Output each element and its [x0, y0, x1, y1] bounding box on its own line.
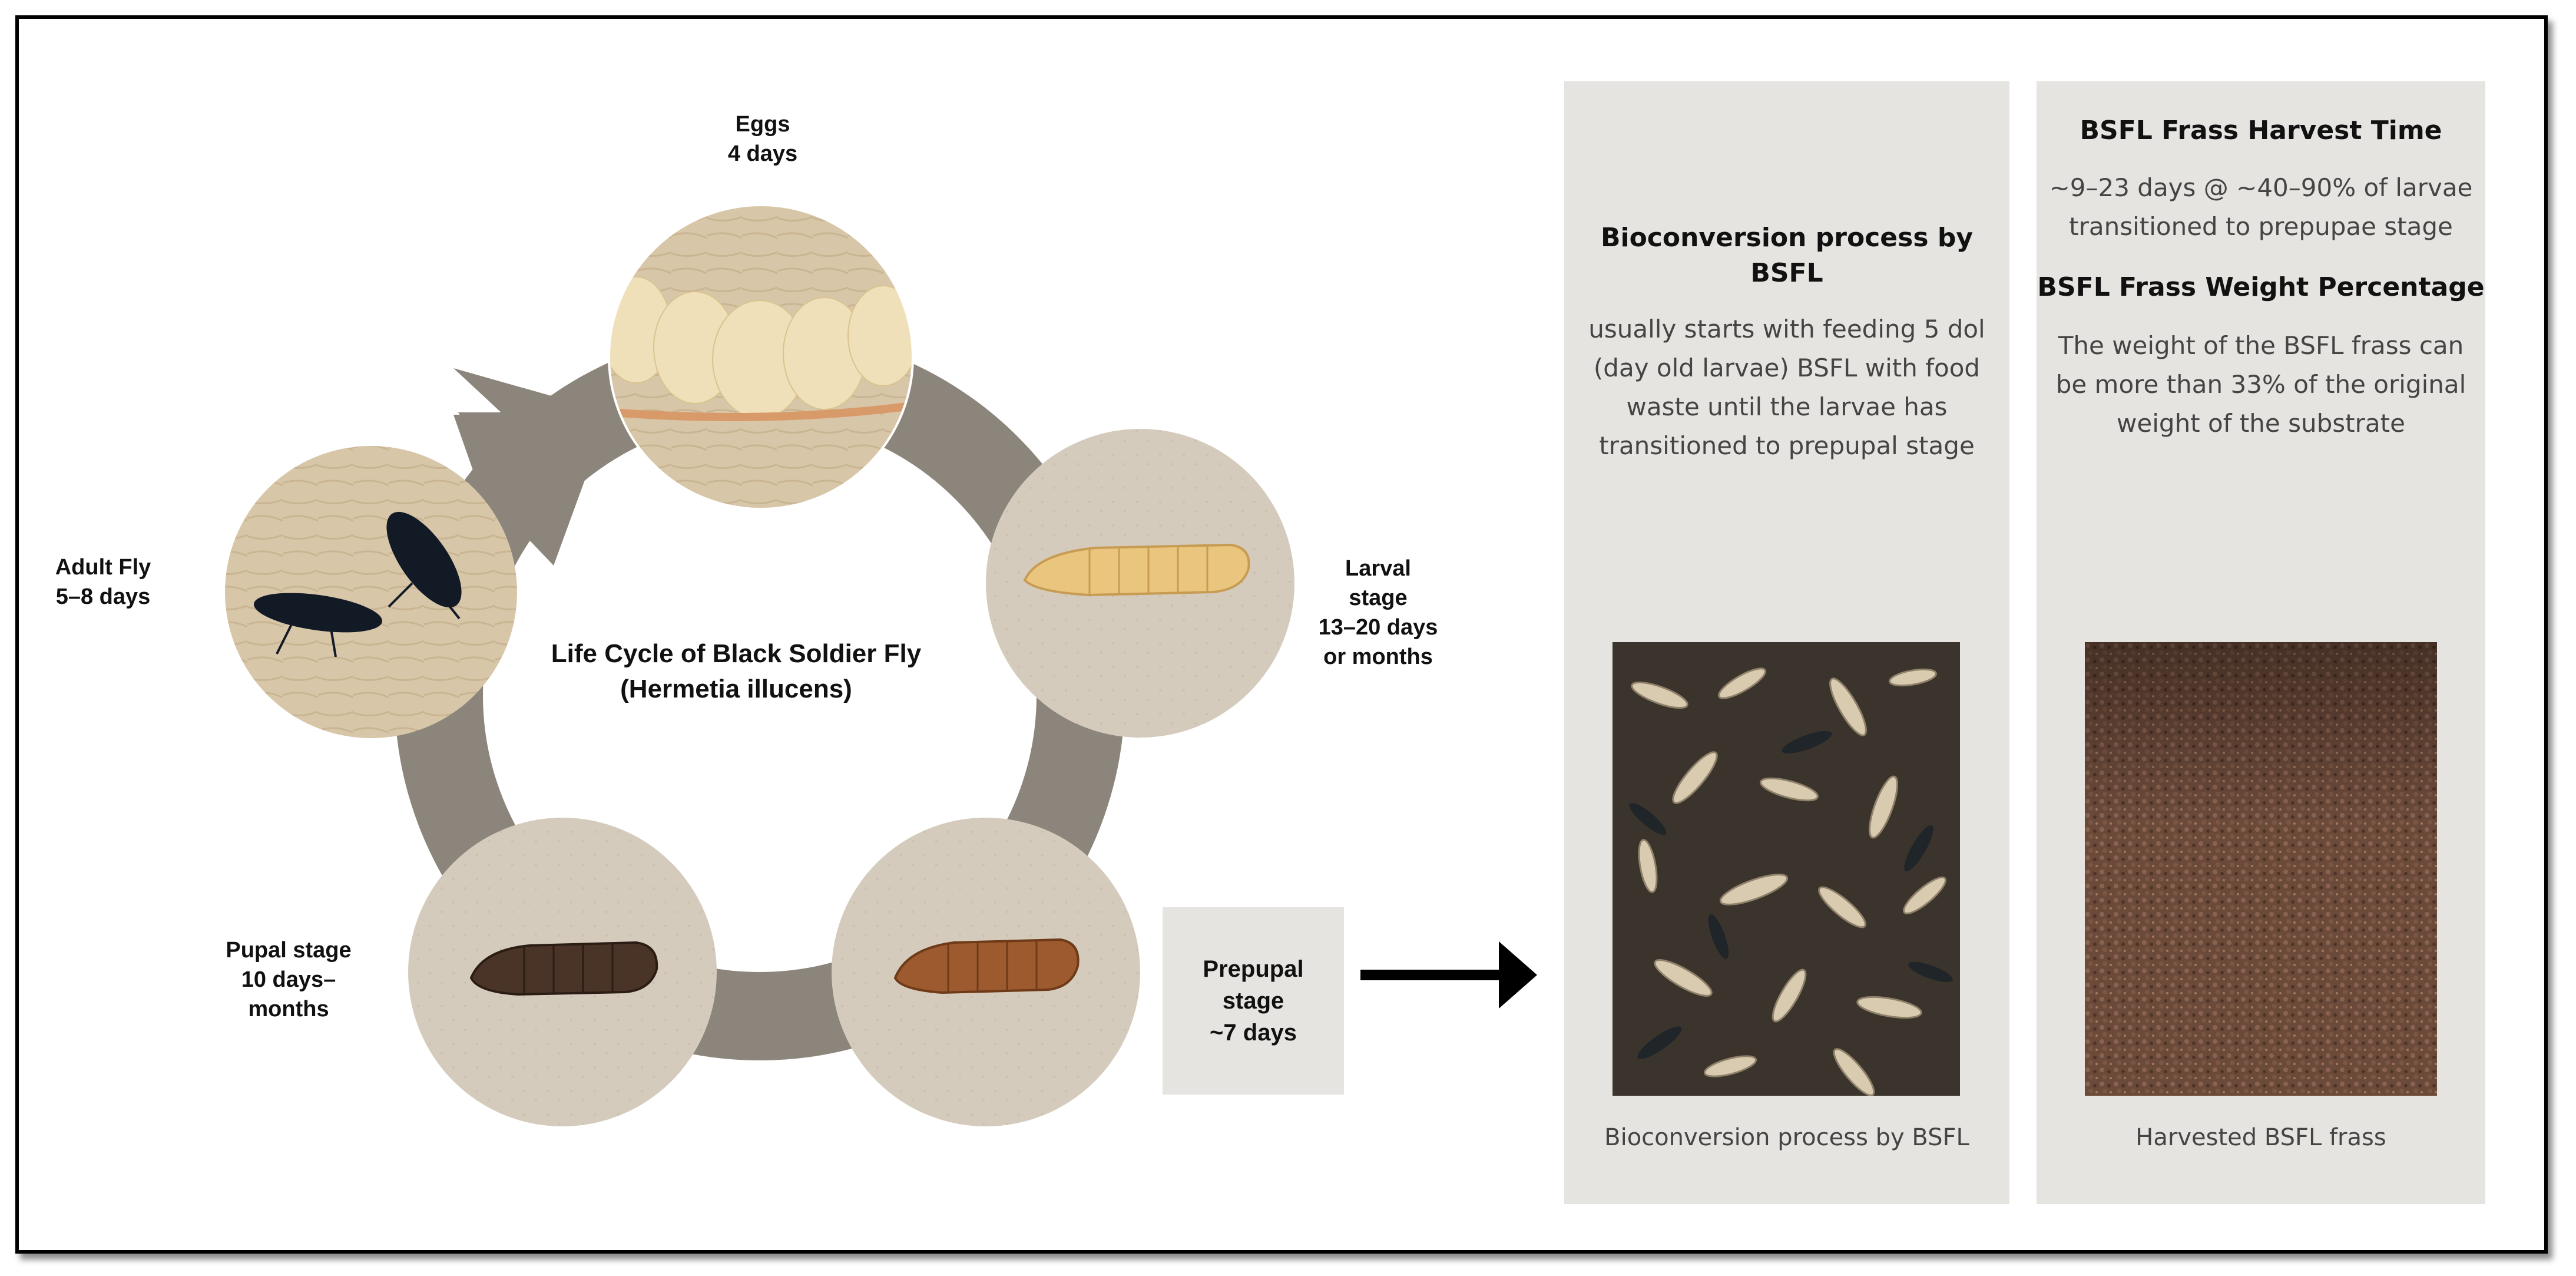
bioconversion-text: usually starts with feeding 5 dol (day o…	[1564, 310, 2009, 465]
frass-photo	[2085, 642, 2437, 1096]
prepupal-label-2: stage	[1222, 988, 1284, 1014]
larval-label-2: stage	[1349, 586, 1408, 610]
harvest-time-text-line: ~9–23 days @ ~40–90% of larvae	[2049, 173, 2473, 202]
cycle-title-line2: (Hermetia illucens)	[620, 675, 852, 703]
harvest-time-text-line: transitioned to prepupae stage	[2069, 212, 2453, 241]
cycle-title-line1: Life Cycle of Black Soldier Fly	[551, 639, 922, 668]
prepupal-stage-box: Prepupal stage ~7 days	[1163, 907, 1344, 1095]
adult-duration: 5–8 days	[55, 584, 151, 609]
bioconversion-text-line: usually starts with feeding 5 dol	[1588, 315, 1985, 343]
cycle-arrow-tip	[458, 412, 610, 563]
pupal-label: Pupal stage	[226, 938, 352, 963]
eggs-label: Eggs	[735, 112, 790, 137]
weight-percentage-text-line: be more than 33% of the original	[2055, 370, 2466, 399]
flow-arrow	[1360, 941, 1537, 1009]
pupal-duration: 10 days–	[241, 967, 336, 992]
larval-duration: 13–20 days	[1318, 615, 1438, 640]
bioconversion-panel: Bioconversion process by BSFL usually st…	[1564, 81, 2009, 1204]
eggs-duration: 4 days	[727, 141, 798, 166]
stage-label-pupal: Pupal stage 10 days– months	[200, 935, 377, 1024]
adult-label: Adult Fly	[55, 555, 151, 580]
bioconversion-text-line: waste until the larvae has	[1626, 392, 1948, 421]
prepupal-label: Prepupal	[1203, 956, 1304, 982]
stage-label-adult: Adult Fly 5–8 days	[35, 553, 171, 611]
harvest-time-heading: BSFL Frass Harvest Time	[2080, 115, 2442, 146]
harvest-time-text: ~9–23 days @ ~40–90% of larvae transitio…	[2037, 168, 2485, 246]
cycle-title: Life Cycle of Black Soldier Fly (Hermeti…	[530, 636, 942, 707]
adult-fly-photo	[225, 446, 517, 738]
weight-percentage-text: The weight of the BSFL frass can be more…	[2037, 326, 2485, 443]
bioconversion-text-line: transitioned to prepupal stage	[1599, 431, 1975, 460]
pupa-photo	[408, 818, 717, 1126]
stage-label-larval: Larval stage 13–20 days or months	[1313, 554, 1443, 672]
larval-label: Larval	[1345, 556, 1411, 581]
larvae-photo	[1613, 642, 1960, 1096]
frass-photo-caption: Harvested BSFL frass	[2135, 1124, 2386, 1151]
frass-panel: BSFL Frass Harvest Time ~9–23 days @ ~40…	[2037, 81, 2485, 1204]
bioconversion-heading: Bioconversion process by BSFL	[1600, 223, 1974, 288]
weight-percentage-text-line: The weight of the BSFL frass can	[2058, 331, 2464, 360]
larval-duration-2: or months	[1323, 644, 1433, 669]
eggs-photo	[609, 205, 913, 509]
weight-percentage-heading: BSFL Frass Weight Percentage	[2037, 272, 2485, 302]
pupal-duration-2: months	[248, 997, 329, 1022]
bioconversion-text-line: (day old larvae) BSFL with food	[1593, 353, 1981, 382]
stage-label-eggs: Eggs 4 days	[695, 110, 830, 168]
weight-percentage-text-line: weight of the substrate	[2117, 409, 2405, 438]
larva-photo	[986, 429, 1294, 738]
prepupal-duration: ~7 days	[1210, 1020, 1297, 1046]
prepupa-photo	[832, 818, 1140, 1126]
larvae-photo-caption: Bioconversion process by BSFL	[1604, 1124, 1969, 1151]
